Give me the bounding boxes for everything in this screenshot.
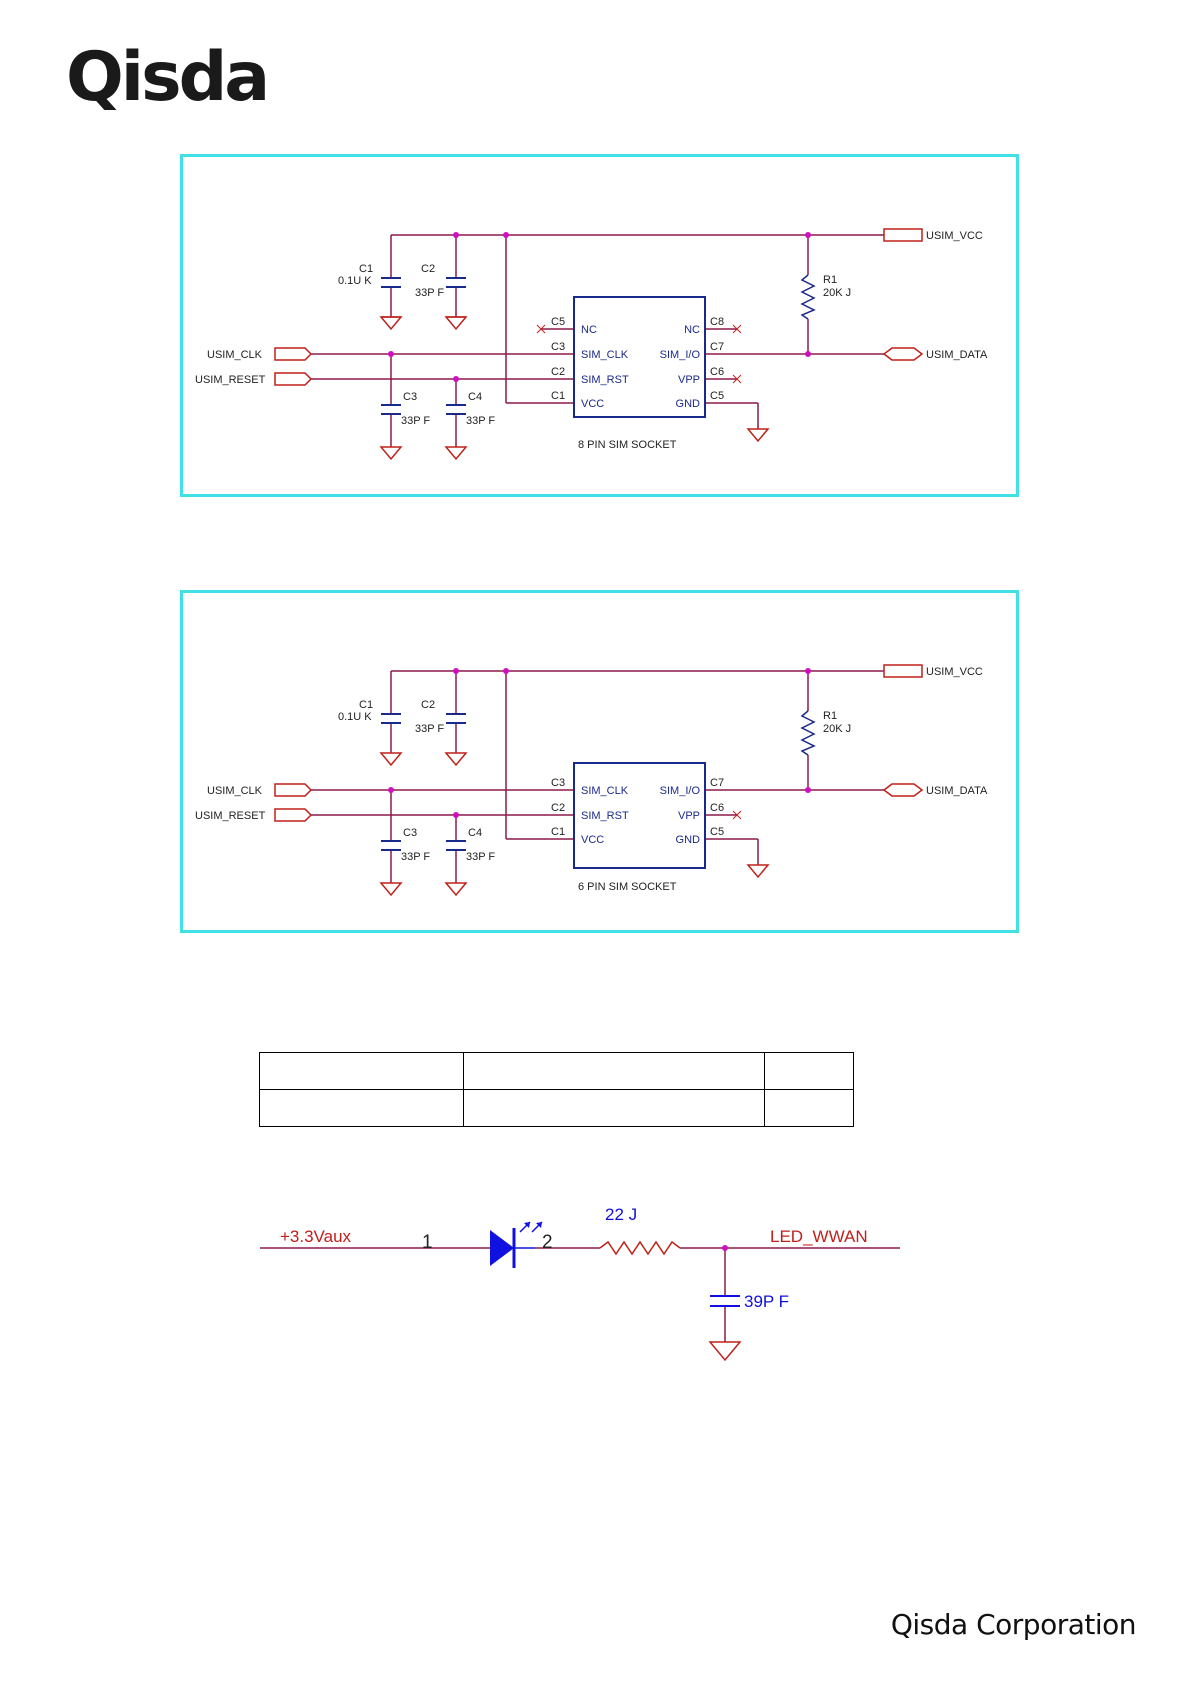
cap-ref: C3 [403, 827, 417, 839]
schematic-6pin: USIM_VCC USIM_CLK USIM_RESET USIM_DATA C… [195, 664, 988, 897]
pin-name: GND [676, 398, 701, 410]
pin-name: GND [676, 834, 701, 846]
pin-number: C3 [551, 341, 565, 353]
cap-ref: C1 [359, 263, 373, 275]
pin-number: C8 [710, 316, 724, 328]
pin-name: NC [684, 324, 700, 336]
pin-name: SIM_RST [581, 374, 629, 386]
pin-number: C7 [710, 777, 724, 789]
cap-ref: C1 [359, 699, 373, 711]
led-pin2: 2 [542, 1232, 553, 1253]
table-cell [259, 1089, 464, 1127]
cap-ref: C4 [468, 827, 482, 839]
net-label: LED_WWAN [770, 1227, 868, 1246]
table-row [259, 1052, 854, 1090]
socket-caption: 8 PIN SIM SOCKET [578, 439, 677, 451]
schematic-8pin: USIM_VCC USIM_CLK USIM_RESET USIM_DATA C… [195, 228, 988, 461]
resistor-value-label: 22 J [605, 1205, 637, 1224]
port-usim-clk: USIM_CLK [207, 785, 263, 797]
cap-value: 33P F [415, 723, 444, 735]
pin-name: SIM_I/O [660, 785, 701, 797]
pin-number: C2 [551, 366, 565, 378]
resistor-ref: R1 [823, 274, 837, 286]
led-wwan-circuit: +3.3Vaux 1 2 22 J LED_WWAN 39P F [260, 1205, 900, 1362]
supply-label: +3.3Vaux [280, 1227, 352, 1246]
pin-number: C3 [551, 777, 565, 789]
pin-name: SIM_RST [581, 810, 629, 822]
cap-value: 33P F [401, 415, 430, 427]
table-cell [463, 1052, 765, 1090]
cap-ref: C3 [403, 391, 417, 403]
pin-number: C6 [710, 802, 724, 814]
pin-name: VCC [581, 834, 604, 846]
empty-table [259, 1052, 854, 1127]
cap-value: 33P F [401, 851, 430, 863]
pin-number: C1 [551, 826, 565, 838]
table-cell [259, 1052, 464, 1090]
table-cell [463, 1089, 765, 1127]
table-row [259, 1089, 854, 1127]
pin-name: SIM_CLK [581, 349, 629, 361]
cap-ref: C2 [421, 699, 435, 711]
schematic-6pin-panel: USIM_VCC USIM_CLK USIM_RESET USIM_DATA C… [180, 590, 1019, 933]
port-usim-data: USIM_DATA [926, 349, 988, 361]
pin-number: C6 [710, 366, 724, 378]
pin-name: VPP [678, 810, 700, 822]
port-usim-vcc: USIM_VCC [926, 666, 983, 678]
resistor-value: 20K J [823, 287, 851, 299]
port-usim-reset: USIM_RESET [195, 810, 266, 822]
cap-ref: C2 [421, 263, 435, 275]
port-usim-clk: USIM_CLK [207, 349, 263, 361]
port-usim-data: USIM_DATA [926, 785, 988, 797]
cap-value: 33P F [466, 851, 495, 863]
resistor-value: 20K J [823, 723, 851, 735]
pin-name: SIM_I/O [660, 349, 701, 361]
pin-number: C5 [710, 390, 724, 402]
socket-caption: 6 PIN SIM SOCKET [578, 881, 677, 893]
pin-name: NC [581, 324, 597, 336]
pin-name: SIM_CLK [581, 785, 629, 797]
led-pin1: 1 [422, 1232, 433, 1253]
led-diode-icon [470, 1221, 543, 1268]
pin-name: VPP [678, 374, 700, 386]
port-usim-reset: USIM_RESET [195, 374, 266, 386]
pin-number: C7 [710, 341, 724, 353]
pin-name: VCC [581, 398, 604, 410]
pin-number: C1 [551, 390, 565, 402]
qisda-logo: Qisda [66, 38, 270, 117]
cap-ref: C4 [468, 391, 482, 403]
cap-value: 33P F [415, 287, 444, 299]
cap-value: 0.1U K [338, 711, 372, 723]
pin-number: C5 [710, 826, 724, 838]
port-usim-vcc: USIM_VCC [926, 230, 983, 242]
pin-number: C5 [551, 316, 565, 328]
table-cell [764, 1089, 854, 1127]
resistor-ref: R1 [823, 710, 837, 722]
schematic-8pin-panel: USIM_VCC USIM_CLK USIM_RESET USIM_DATA C… [180, 154, 1019, 497]
cap-value: 33P F [466, 415, 495, 427]
pin-number: C2 [551, 802, 565, 814]
footer-company: Qisda Corporation [890, 1608, 1137, 1641]
cap-value-label: 39P F [744, 1292, 789, 1311]
table-cell [764, 1052, 854, 1090]
cap-value: 0.1U K [338, 275, 372, 287]
